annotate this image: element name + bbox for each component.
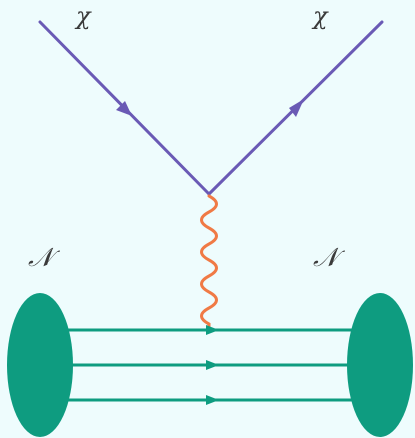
nucleus-in-label: 𝒩 [28, 243, 61, 273]
quark-line-middle-arrow [206, 360, 219, 370]
dark-matter-outgoing-arrow [289, 99, 304, 117]
dark-matter-incoming-arrow [116, 101, 132, 116]
mediator-wavy-line [200, 194, 218, 332]
nucleus-outgoing-blob [347, 293, 413, 437]
chi-in-label: χ [74, 2, 92, 30]
quark-line-top-arrow [206, 325, 219, 335]
chi-out-label: χ [311, 2, 329, 30]
quark-line-bottom-arrow [206, 395, 219, 405]
nucleus-out-label: 𝒩 [313, 243, 346, 273]
nucleus-incoming-blob [7, 293, 73, 437]
